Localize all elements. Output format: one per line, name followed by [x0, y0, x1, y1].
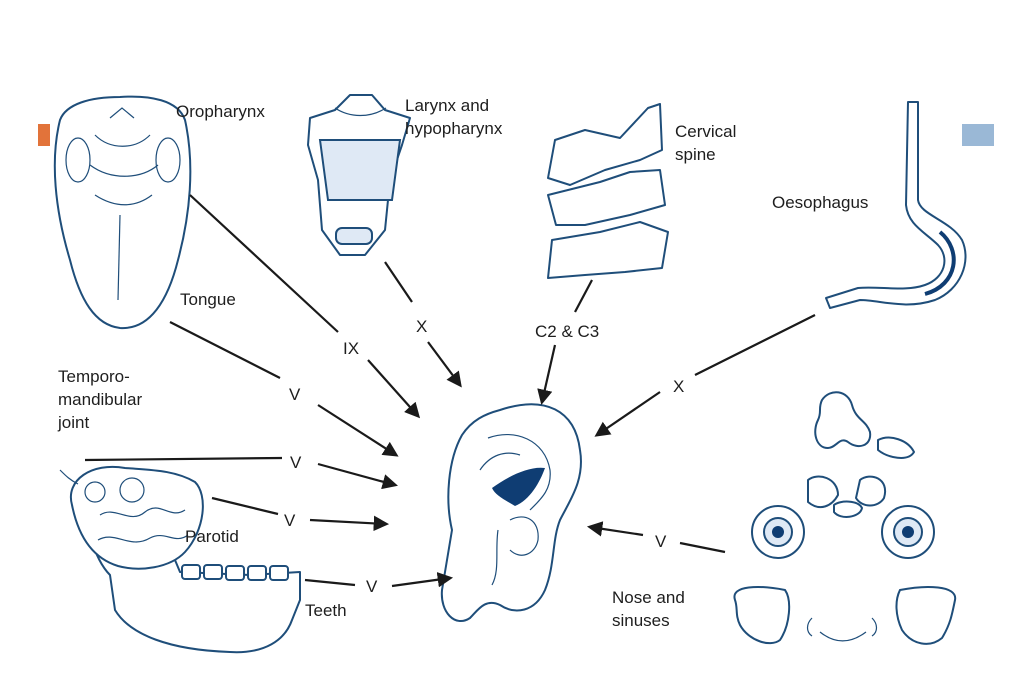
oesophagus-icon [825, 101, 967, 309]
arrow-oesophagus [694, 314, 816, 376]
label-nose-line1: Nose and [612, 588, 685, 607]
ear-icon [440, 403, 582, 622]
arrow-teeth-2 [391, 572, 454, 588]
arrow-tmj-2 [317, 462, 398, 490]
label-larynx-line2: hypopharynx [405, 119, 503, 138]
accent-bar-right [962, 124, 994, 146]
label-nose-line2: sinuses [612, 611, 670, 630]
label-cervical-line1: Cervical [675, 122, 736, 141]
tongue-icon [53, 95, 192, 330]
arrow-tongue-2 [317, 404, 399, 457]
nerve-oropharynx: IX [343, 339, 359, 358]
nerve-larynx: X [416, 317, 427, 336]
arrow-larynx [384, 261, 413, 303]
nerve-oesophagus: X [673, 377, 684, 396]
label-oropharynx: Oropharynx [176, 102, 265, 121]
nerve-tongue: V [289, 385, 301, 404]
label-larynx-line1: Larynx and [405, 96, 489, 115]
larynx-icon [307, 94, 411, 256]
arrow-nose [679, 541, 726, 554]
nerve-parotid: V [284, 511, 296, 530]
arrow-tmj [84, 456, 283, 462]
cervical-spine-icon [547, 103, 669, 279]
mandible-parotid-icon [59, 465, 301, 654]
arrow-cervical-2 [537, 344, 557, 406]
arrow-tongue [169, 321, 281, 379]
nerve-tmj: V [290, 453, 302, 472]
arrow-nose-2 [586, 521, 644, 537]
label-parotid: Parotid [185, 527, 239, 546]
nerve-teeth: V [366, 577, 378, 596]
label-cervical-line2: spine [675, 145, 716, 164]
arrow-parotid [211, 496, 279, 516]
nerve-nose: V [655, 532, 667, 551]
arrow-oesophagus-2 [594, 391, 661, 437]
nerve-cervical: C2 & C3 [535, 322, 599, 341]
arrow-parotid-2 [309, 515, 390, 532]
label-tmj-line2: mandibular [58, 390, 142, 409]
label-tmj-line1: Temporo- [58, 367, 130, 386]
sinuses-face-icon [733, 391, 957, 645]
arrow-cervical [574, 279, 593, 313]
arrow-oropharynx-2 [367, 359, 421, 419]
arrow-teeth [304, 578, 356, 587]
arrow-larynx-2 [427, 341, 462, 388]
label-tongue: Tongue [180, 290, 236, 309]
accent-bar-left [38, 124, 50, 146]
label-teeth: Teeth [305, 601, 347, 620]
label-tmj-line3: joint [57, 413, 89, 432]
arrow-oropharynx [189, 194, 339, 333]
label-oesophagus: Oesophagus [772, 193, 868, 212]
